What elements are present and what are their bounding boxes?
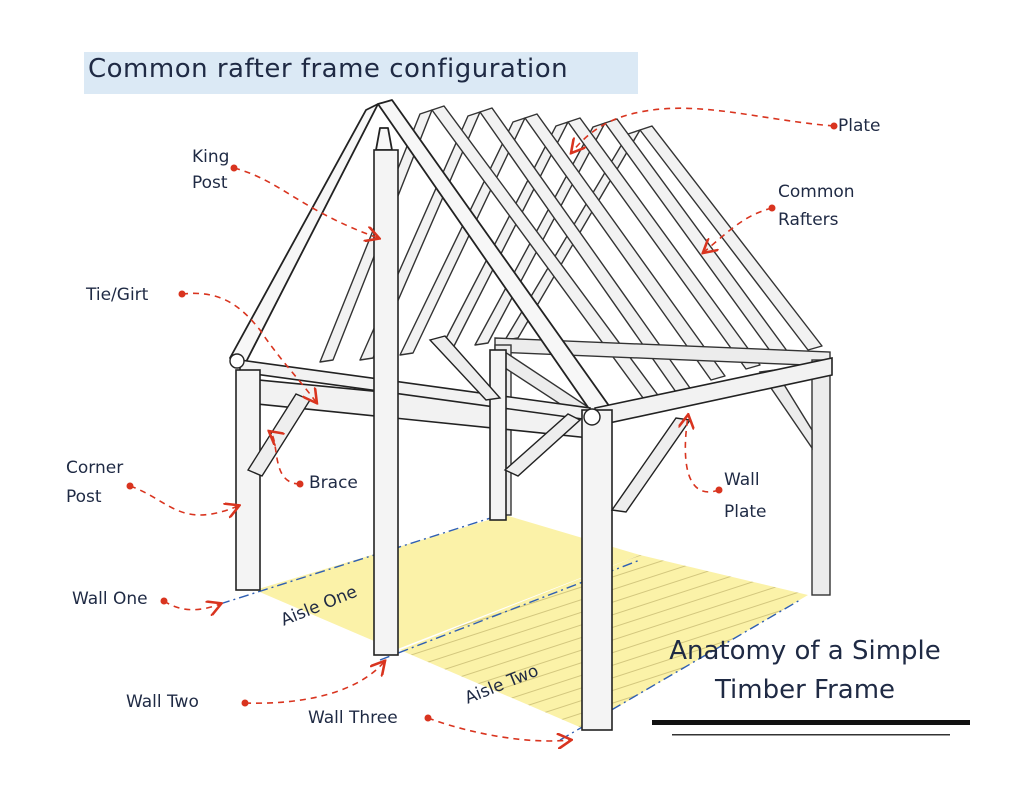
pegs (229, 353, 601, 426)
corner-post-front (581, 409, 613, 731)
diagram-heading: Anatomy of a Simple Timber Frame (640, 632, 970, 710)
label-king-post-line1: King (192, 147, 230, 167)
wall-one-arrow (163, 601, 220, 610)
king-post-arrow (233, 167, 378, 238)
wall-one-line (219, 514, 501, 605)
corner-post-left (235, 369, 261, 591)
label-wall-plate-line2: Plate (724, 501, 767, 522)
wall-three-arrow (427, 717, 570, 741)
diagram-heading-line2: Timber Frame (714, 675, 896, 705)
label-wall-plate: Wall Plate (724, 466, 767, 528)
label-king-post: King Post (192, 143, 229, 199)
label-king-post-line2: Post (192, 172, 228, 193)
label-tie-girt: Tie/Girt (86, 285, 149, 305)
braces (246, 335, 692, 513)
wall-plate-arrow (685, 416, 720, 493)
label-corner-post-line2: Post (66, 486, 102, 507)
label-corner-post: Corner Post (66, 454, 123, 513)
diagram-title: Common rafter frame configuration (88, 54, 569, 84)
label-plate: Plate (838, 116, 881, 136)
beams (237, 357, 833, 439)
wall-two-line (379, 559, 641, 661)
heading-underline (652, 720, 970, 736)
tie-girt-arrow (181, 292, 316, 402)
annotation-dots (126, 122, 838, 722)
corner-post-arrow (129, 485, 238, 515)
aisle-one-floor (255, 515, 640, 650)
brace-arrow (270, 432, 301, 485)
mid-post-back (489, 349, 507, 521)
wall-two-arrow (244, 662, 384, 704)
title-background (84, 52, 638, 94)
common-rafters-arrow (704, 207, 773, 252)
annotation-arrows (129, 107, 835, 741)
label-brace: Brace (309, 473, 358, 493)
label-wall-plate-line1: Wall (724, 470, 760, 490)
label-common-rafters: Common Rafters (778, 178, 855, 236)
label-common-rafters-line1: Common (778, 182, 855, 202)
label-corner-post-line1: Corner (66, 458, 124, 478)
label-common-rafters-line2: Rafters (778, 209, 839, 230)
label-wall-three: Wall Three (308, 708, 398, 728)
plate-arrow (572, 107, 835, 152)
label-wall-one: Wall One (72, 589, 148, 609)
king-post (373, 149, 399, 656)
common-rafters (319, 105, 823, 403)
diagram-heading-line1: Anatomy of a Simple (669, 636, 941, 666)
label-wall-two: Wall Two (126, 692, 199, 712)
